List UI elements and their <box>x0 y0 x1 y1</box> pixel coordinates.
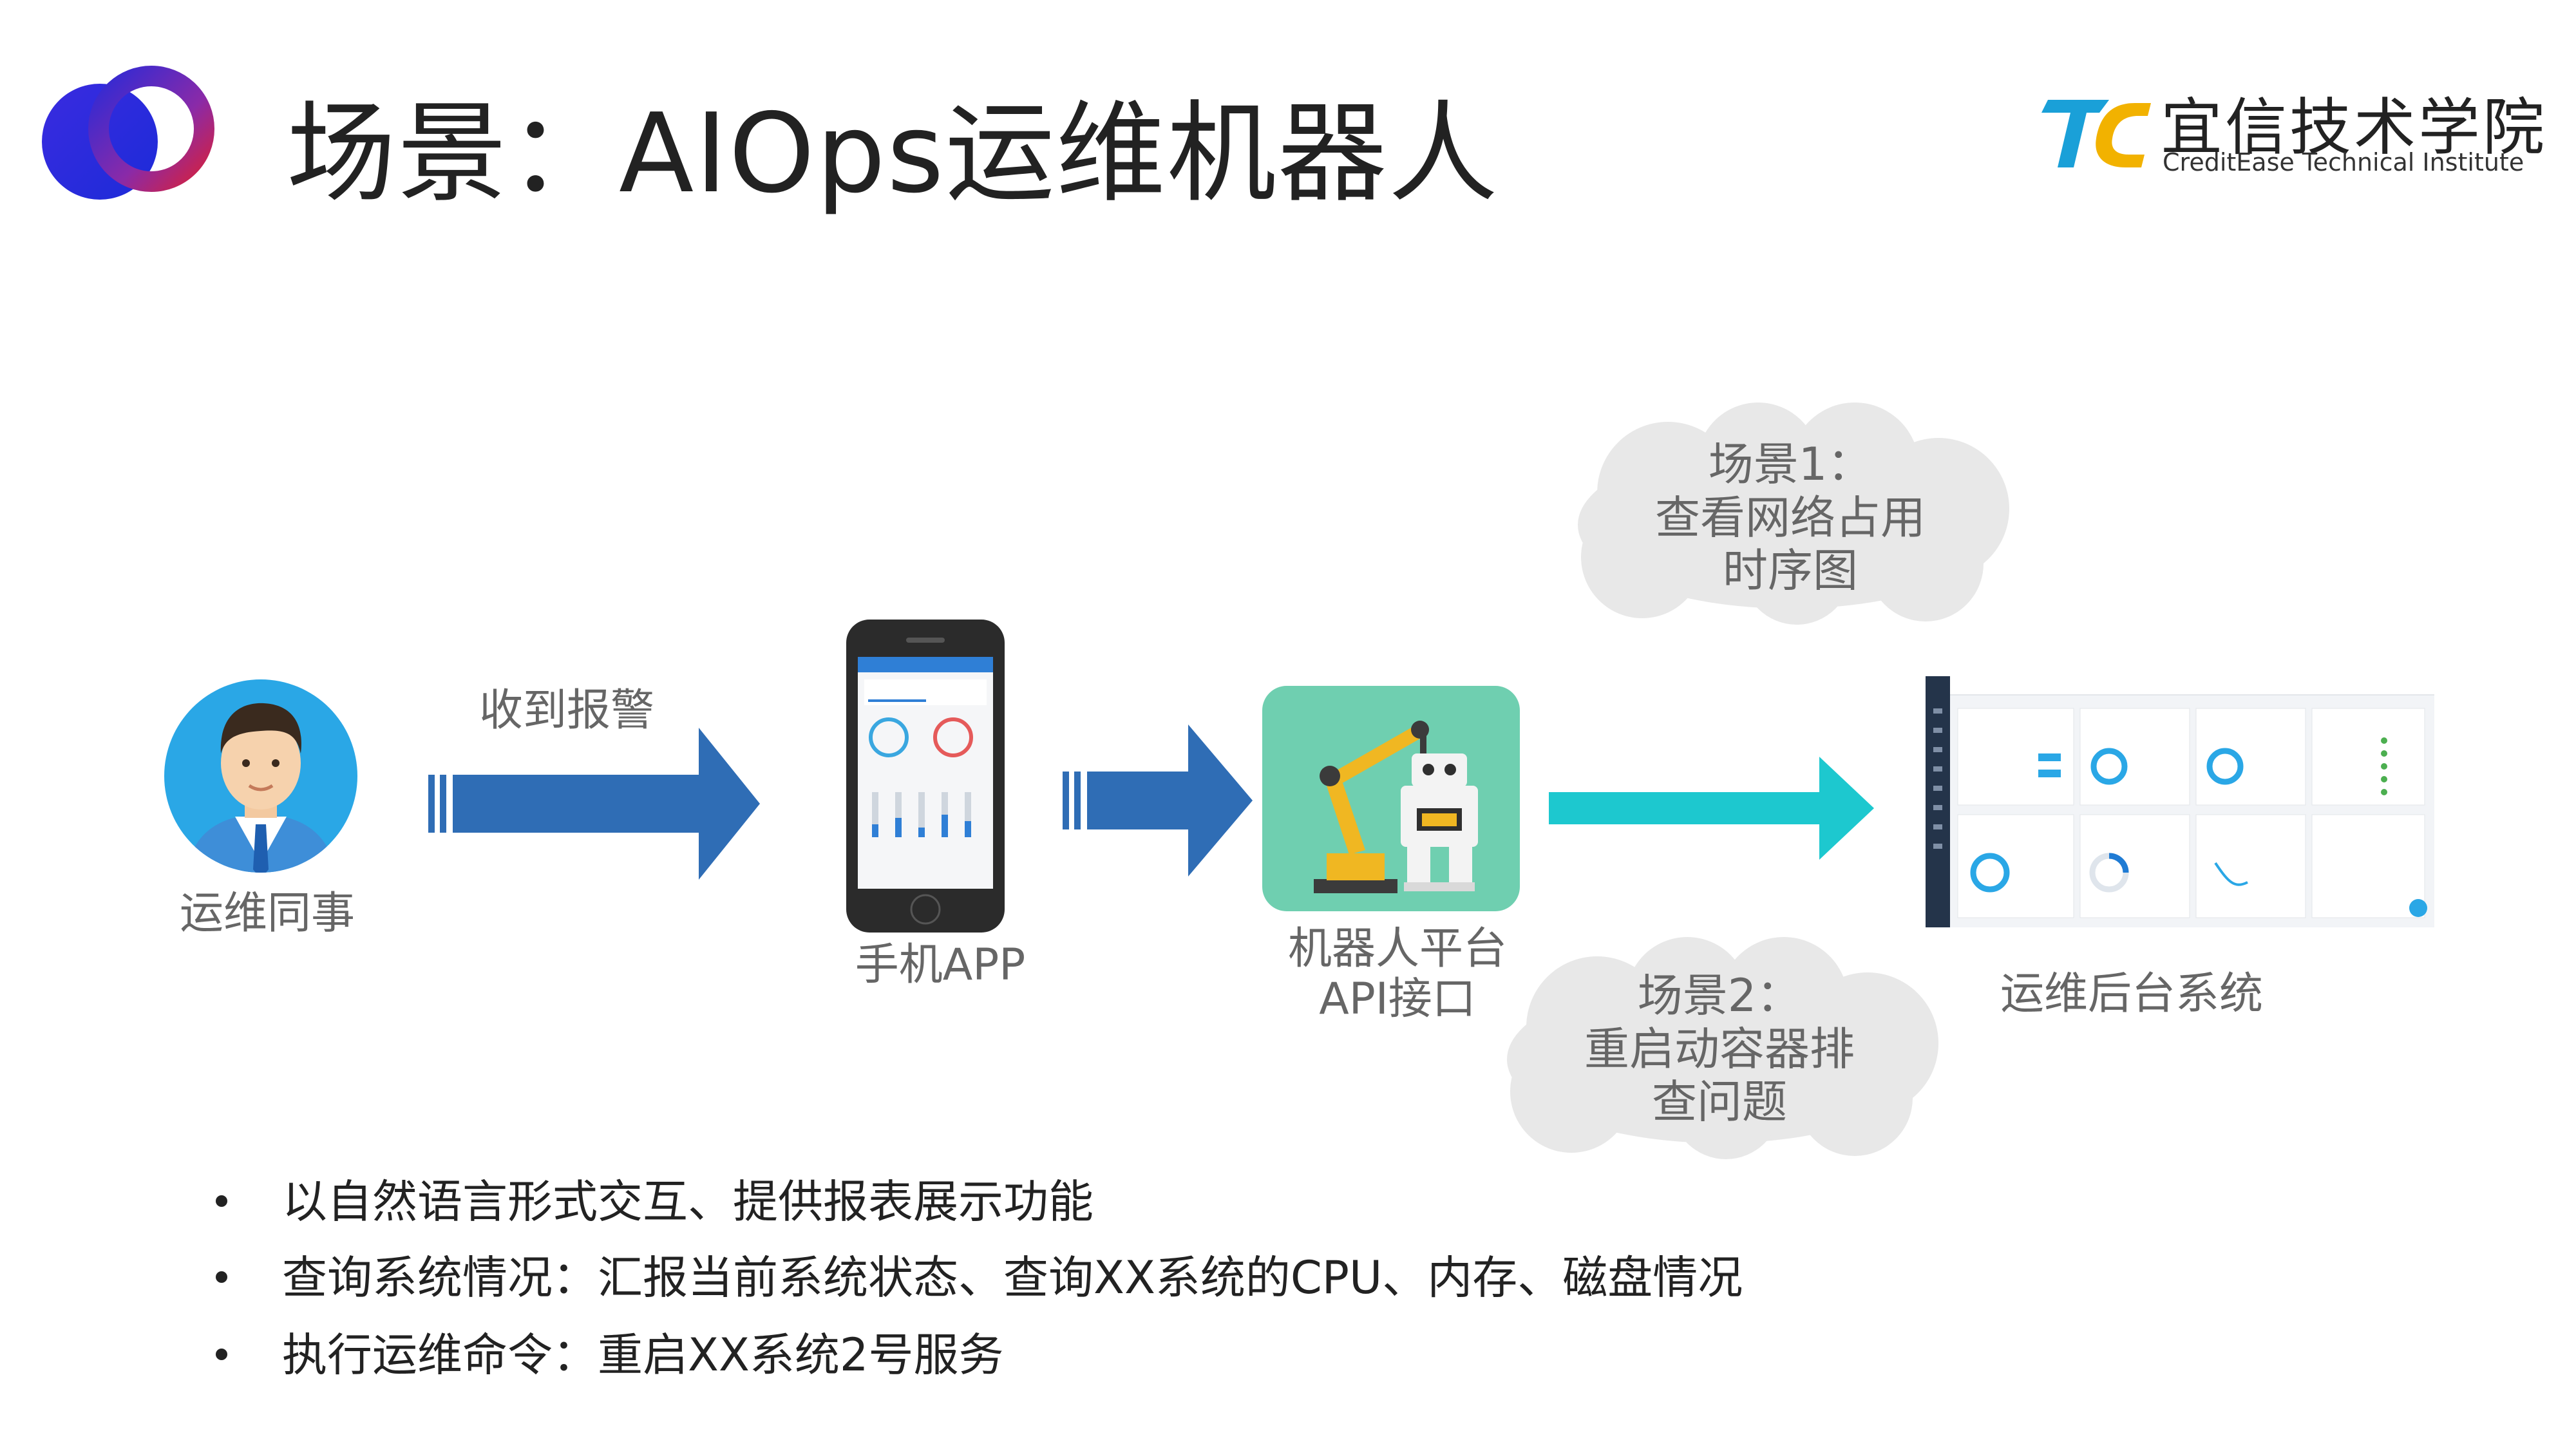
scenario-1-line-2: 查看网络占用 <box>1655 491 1926 544</box>
bullet-item: 查询系统情况：汇报当前系统状态、查询XX系统的CPU、内存、磁盘情况 <box>216 1242 1743 1307</box>
brand-logo-icon <box>2041 100 2151 167</box>
scenario-2-line-2: 重启动容器排 <box>1584 1022 1855 1075</box>
bullet-dot-icon <box>216 1348 227 1360</box>
platform-label-line-2: API接口 <box>1319 974 1476 1025</box>
robot-platform-icon <box>1262 686 1520 911</box>
brand-subtitle: CreditEase Technical Institute <box>2163 148 2524 176</box>
person-label: 运维同事 <box>179 888 355 939</box>
bullet-dot-icon <box>216 1195 227 1207</box>
arrow-to-backend <box>1549 757 1874 860</box>
scenario-1-text: 场景1： 查看网络占用 时序图 <box>1610 438 1971 598</box>
bullet-item: 以自然语言形式交互、提供报表展示功能 <box>216 1166 1094 1231</box>
arrow-to-app <box>428 728 760 880</box>
scenario-2-line-3: 查问题 <box>1652 1075 1787 1129</box>
scenario-2-text: 场景2： 重启动容器排 查问题 <box>1539 969 1900 1129</box>
brand-name: 宜信技术学院 <box>2161 91 2547 164</box>
backend-dashboard-thumbnail <box>1926 676 2434 927</box>
backend-label: 运维后台系统 <box>2000 969 2263 1019</box>
bullet-item: 执行运维命令：重启XX系统2号服务 <box>216 1319 1003 1384</box>
scenario-2-cloud <box>1507 937 1938 1159</box>
scenario-1-line-3: 时序图 <box>1723 544 1858 598</box>
alarm-label: 收到报警 <box>478 685 654 736</box>
scenario-1-cloud <box>1578 402 2009 625</box>
person-avatar-icon <box>164 679 357 873</box>
mobile-phone-icon <box>846 620 1005 933</box>
bullet-text: 查询系统情况：汇报当前系统状态、查询XX系统的CPU、内存、磁盘情况 <box>282 1251 1743 1304</box>
scenario-1-line-1: 场景1： <box>1708 438 1873 491</box>
bullet-text: 执行运维命令：重启XX系统2号服务 <box>282 1329 1004 1381</box>
app-label: 手机APP <box>855 940 1026 990</box>
bullet-text: 以自然语言形式交互、提供报表展示功能 <box>282 1175 1094 1228</box>
bullet-dot-icon <box>216 1271 227 1283</box>
scenario-2-line-1: 场景2： <box>1637 969 1802 1022</box>
platform-label-line-1: 机器人平台 <box>1287 923 1507 974</box>
arrow-to-robot <box>1063 724 1253 876</box>
platform-label: 机器人平台 API接口 <box>1249 923 1546 1025</box>
logo-mark-icon <box>42 66 214 200</box>
page-title: 场景：AIOps运维机器人 <box>287 90 1499 218</box>
